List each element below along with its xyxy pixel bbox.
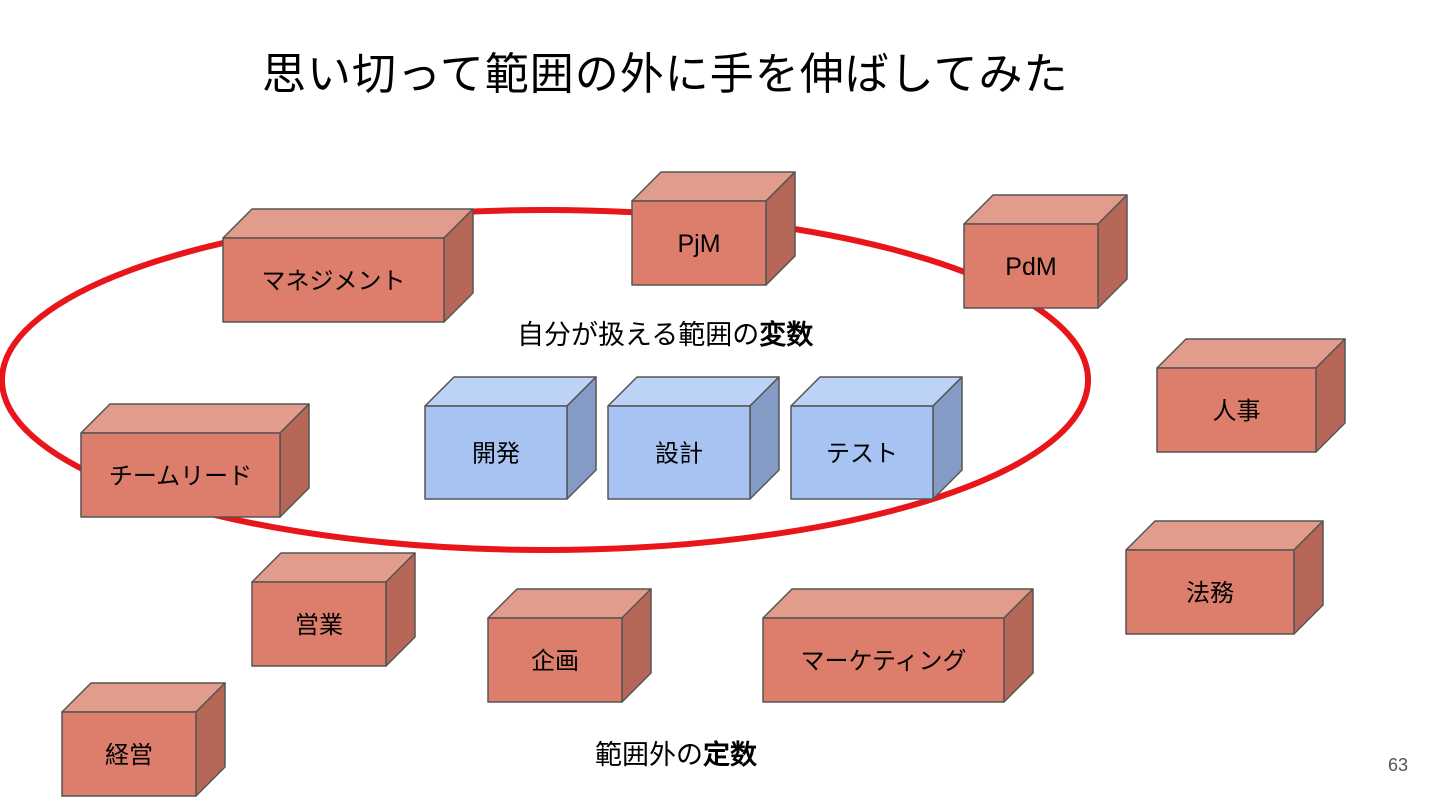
outside-scope-caption: 範囲外の定数 xyxy=(595,733,757,772)
box-label: マーケティング xyxy=(800,647,966,675)
box-marketing: マーケティング xyxy=(762,588,1034,703)
box-front-face xyxy=(424,405,568,500)
slide-title: 思い切って範囲の外に手を伸ばしてみた xyxy=(262,49,1069,100)
box-development: 開発 xyxy=(424,376,597,500)
box-label: マネジメント xyxy=(262,267,406,295)
box-front-face xyxy=(61,711,197,797)
box-hr: 人事 xyxy=(1156,338,1346,453)
page-number: 63 xyxy=(1388,755,1409,775)
box-front-face xyxy=(1156,367,1317,453)
box-front-face xyxy=(80,432,281,518)
box-front-face xyxy=(790,405,934,500)
box-team-lead: チームリード xyxy=(80,403,310,518)
box-planning: 企画 xyxy=(487,588,652,703)
scope-ring xyxy=(0,207,1091,553)
box-management: マネジメント xyxy=(222,208,474,323)
box-front-face xyxy=(1125,549,1295,635)
box-front-face xyxy=(607,405,751,500)
outside-caption-text: 範囲外の xyxy=(595,740,703,771)
box-label: 設計 xyxy=(655,440,703,468)
box-design: 設計 xyxy=(607,376,780,500)
box-label: テスト xyxy=(826,440,898,468)
box-front-face xyxy=(487,617,623,703)
box-top-face xyxy=(1125,520,1324,551)
box-sales: 営業 xyxy=(251,552,416,667)
box-front-face xyxy=(251,581,387,667)
box-executive: 経営 xyxy=(61,682,226,797)
box-front-face xyxy=(222,237,445,323)
box-label: チームリード xyxy=(109,462,252,490)
box-label: 経営 xyxy=(105,741,153,769)
inside-scope-caption: 自分が扱える範囲の変数 xyxy=(517,313,813,352)
box-label: 開発 xyxy=(472,440,520,468)
box-legal: 法務 xyxy=(1125,520,1324,635)
box-label: 人事 xyxy=(1213,397,1261,425)
box-label: 営業 xyxy=(295,611,343,639)
box-front-face xyxy=(631,200,767,286)
box-test: テスト xyxy=(790,376,963,500)
box-pdm: PdM xyxy=(963,194,1128,309)
box-front-face xyxy=(963,223,1099,309)
box-front-face xyxy=(762,617,1005,703)
box-top-face xyxy=(80,403,310,434)
box-label: 法務 xyxy=(1186,579,1234,607)
outside-caption-emphasis: 定数 xyxy=(703,740,757,771)
box-top-face xyxy=(222,208,474,239)
box-label: PjM xyxy=(677,230,720,258)
inside-caption-emphasis: 変数 xyxy=(759,320,814,351)
inside-caption-text: 自分が扱える範囲の xyxy=(517,320,760,351)
box-label: 企画 xyxy=(531,647,579,675)
box-top-face xyxy=(1156,338,1346,369)
box-top-face xyxy=(762,588,1034,619)
box-pjm: PjM xyxy=(631,171,796,286)
box-label: PdM xyxy=(1005,253,1056,281)
